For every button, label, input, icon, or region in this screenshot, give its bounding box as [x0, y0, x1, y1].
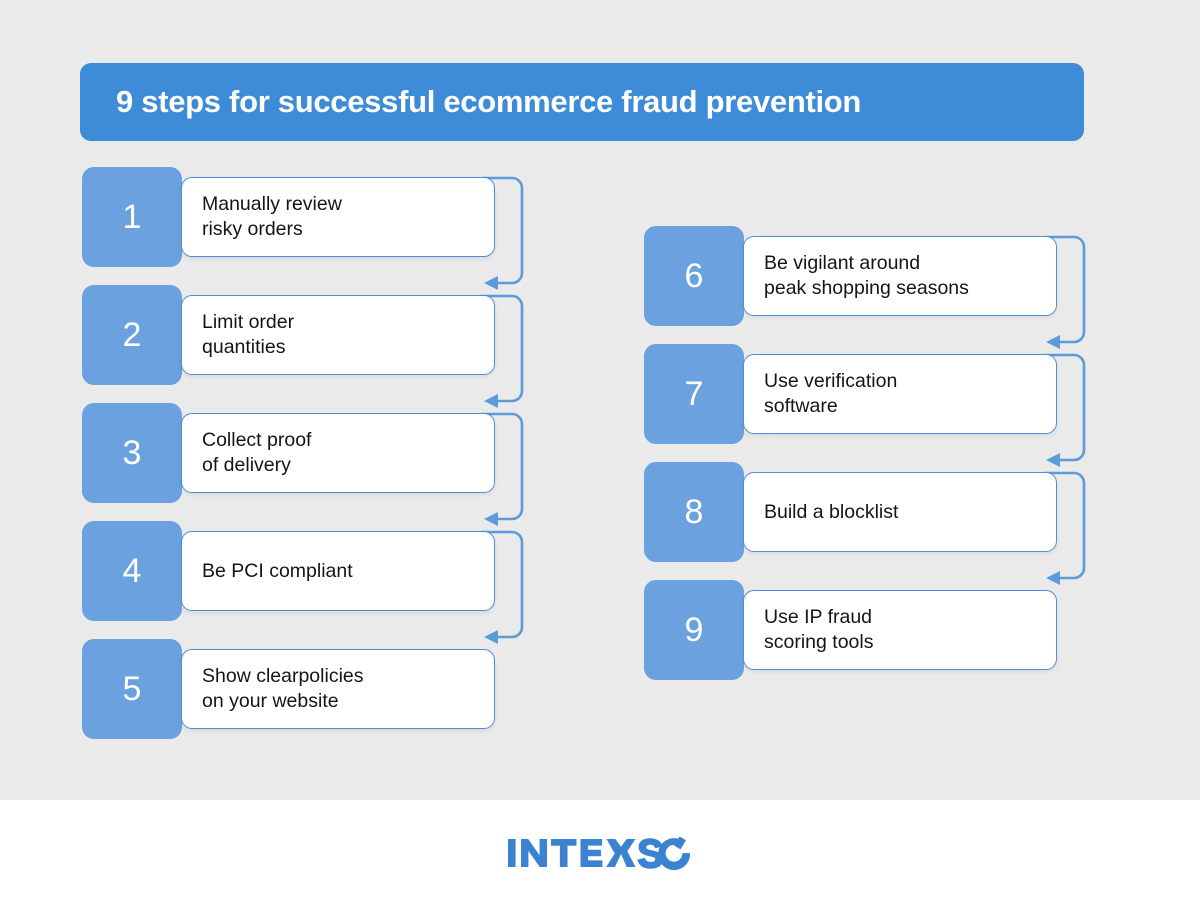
- step-number-badge: 8: [644, 462, 744, 562]
- step-number-badge: 1: [82, 167, 182, 267]
- footer-bar: [0, 800, 1200, 906]
- step-number: 7: [684, 375, 704, 413]
- page-title: 9 steps for successful ecommerce fraud p…: [116, 84, 862, 119]
- step-card: Show clearpolicies on your website: [181, 649, 495, 729]
- step-card: Collect proof of delivery: [181, 413, 495, 493]
- step-label: Collect proof of delivery: [202, 429, 312, 476]
- step-label: Use IP fraud scoring tools: [764, 606, 874, 653]
- step-number-badge: 4: [82, 521, 182, 621]
- step-row: 7 Use verification software: [644, 344, 1086, 467]
- step-label: Be PCI compliant: [202, 559, 353, 582]
- step-number-badge: 7: [644, 344, 744, 444]
- step-row: 3 Collect proof of delivery: [82, 403, 524, 526]
- step-card: Be vigilant around peak shopping seasons: [743, 236, 1057, 316]
- step-row: 9 Use IP fraud scoring tools: [644, 580, 1059, 680]
- step-label: Be vigilant around peak shopping seasons: [764, 252, 969, 299]
- step-label: Use verification software: [764, 370, 898, 417]
- step-label: Manually review risky orders: [202, 193, 342, 240]
- step-card: Limit order quantities: [181, 295, 495, 375]
- step-number: 8: [684, 493, 704, 531]
- steps-column-left: 1 Manually review risky orders 2 Limit o…: [82, 167, 524, 739]
- step-number: 5: [122, 670, 142, 708]
- step-label: Build a blocklist: [764, 500, 899, 523]
- step-number-badge: 9: [644, 580, 744, 680]
- step-number: 9: [684, 611, 704, 649]
- step-number-badge: 3: [82, 403, 182, 503]
- step-number: 4: [122, 552, 142, 590]
- step-row: 6 Be vigilant around peak shopping seaso…: [644, 226, 1086, 349]
- step-card: Use IP fraud scoring tools: [743, 590, 1057, 670]
- step-number: 1: [122, 198, 142, 236]
- step-row: 5 Show clearpolicies on your website: [82, 639, 497, 739]
- step-label: Show clearpolicies on your website: [202, 665, 364, 712]
- step-row: 2 Limit order quantities: [82, 285, 524, 408]
- step-row: 8 Build a blocklist: [644, 462, 1086, 585]
- step-number-badge: 6: [644, 226, 744, 326]
- step-label: Limit order quantities: [202, 311, 295, 358]
- step-card: Use verification software: [743, 354, 1057, 434]
- step-number-badge: 2: [82, 285, 182, 385]
- step-card: Build a blocklist: [743, 472, 1057, 552]
- step-number: 6: [684, 257, 704, 295]
- step-card: Manually review risky orders: [181, 177, 495, 257]
- step-card: Be PCI compliant: [181, 531, 495, 611]
- step-row: 4 Be PCI compliant: [82, 521, 524, 644]
- step-number: 3: [122, 434, 142, 472]
- step-number: 2: [122, 316, 142, 354]
- intexsoft-logo: [508, 836, 692, 870]
- step-number-badge: 5: [82, 639, 182, 739]
- steps-column-right: 6 Be vigilant around peak shopping seaso…: [644, 226, 1086, 680]
- title-banner: 9 steps for successful ecommerce fraud p…: [80, 63, 1084, 141]
- intexsoft-logo-icon: [508, 836, 691, 870]
- step-row: 1 Manually review risky orders: [82, 167, 524, 290]
